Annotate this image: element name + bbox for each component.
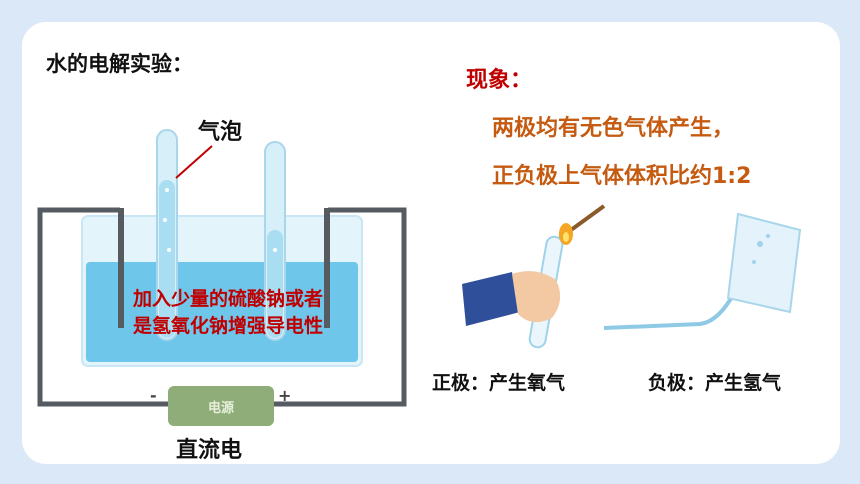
minus-sign: - [150, 386, 157, 405]
right-electrode [324, 208, 330, 328]
gas-jar [726, 212, 802, 314]
electrolyte-note-line1: 加入少量的硫酸钠或者 [132, 288, 323, 310]
bubble [757, 241, 763, 247]
hydrogen-collection-illustration [603, 212, 802, 330]
phenomenon-title: 现象： [466, 68, 533, 93]
hand-icon [512, 271, 561, 323]
bubble [766, 234, 770, 238]
oxygen-test-illustration [462, 204, 606, 349]
bubble [273, 248, 277, 252]
plus-sign: + [278, 386, 292, 405]
delivery-tube [603, 266, 758, 330]
bubble [163, 218, 167, 222]
right-tube-water [267, 230, 283, 338]
left-electrode [118, 208, 124, 328]
sleeve [462, 272, 520, 326]
left-wire [37, 207, 168, 407]
electrolyte-note: 加入少量的硫酸钠或者 是氢氧化钠增强导电性 [88, 286, 368, 340]
power-label: 直流电 [176, 438, 243, 463]
negative-electrode-result: 负极：产生氢气 [648, 372, 782, 394]
phenomenon-line1: 两极均有无色气体产生， [492, 116, 735, 141]
bubble-label: 气泡 [198, 120, 243, 145]
positive-electrode-result: 正极：产生氧气 [432, 372, 566, 394]
bubble [165, 188, 169, 192]
right-wire [274, 207, 407, 407]
bubble [167, 248, 171, 252]
electrolyte-note-line2: 是氢氧化钠增强导电性 [132, 315, 323, 337]
water [86, 262, 358, 362]
battery: 电源 [168, 386, 274, 426]
bubble [752, 260, 756, 264]
left-tube-water [159, 180, 175, 338]
phenomenon-line2: 正负极上气体体积比约1:2 [492, 164, 752, 189]
bubble-pointer-line [175, 145, 213, 179]
flame-core [563, 232, 569, 242]
page-title: 水的电解实验： [46, 52, 193, 76]
